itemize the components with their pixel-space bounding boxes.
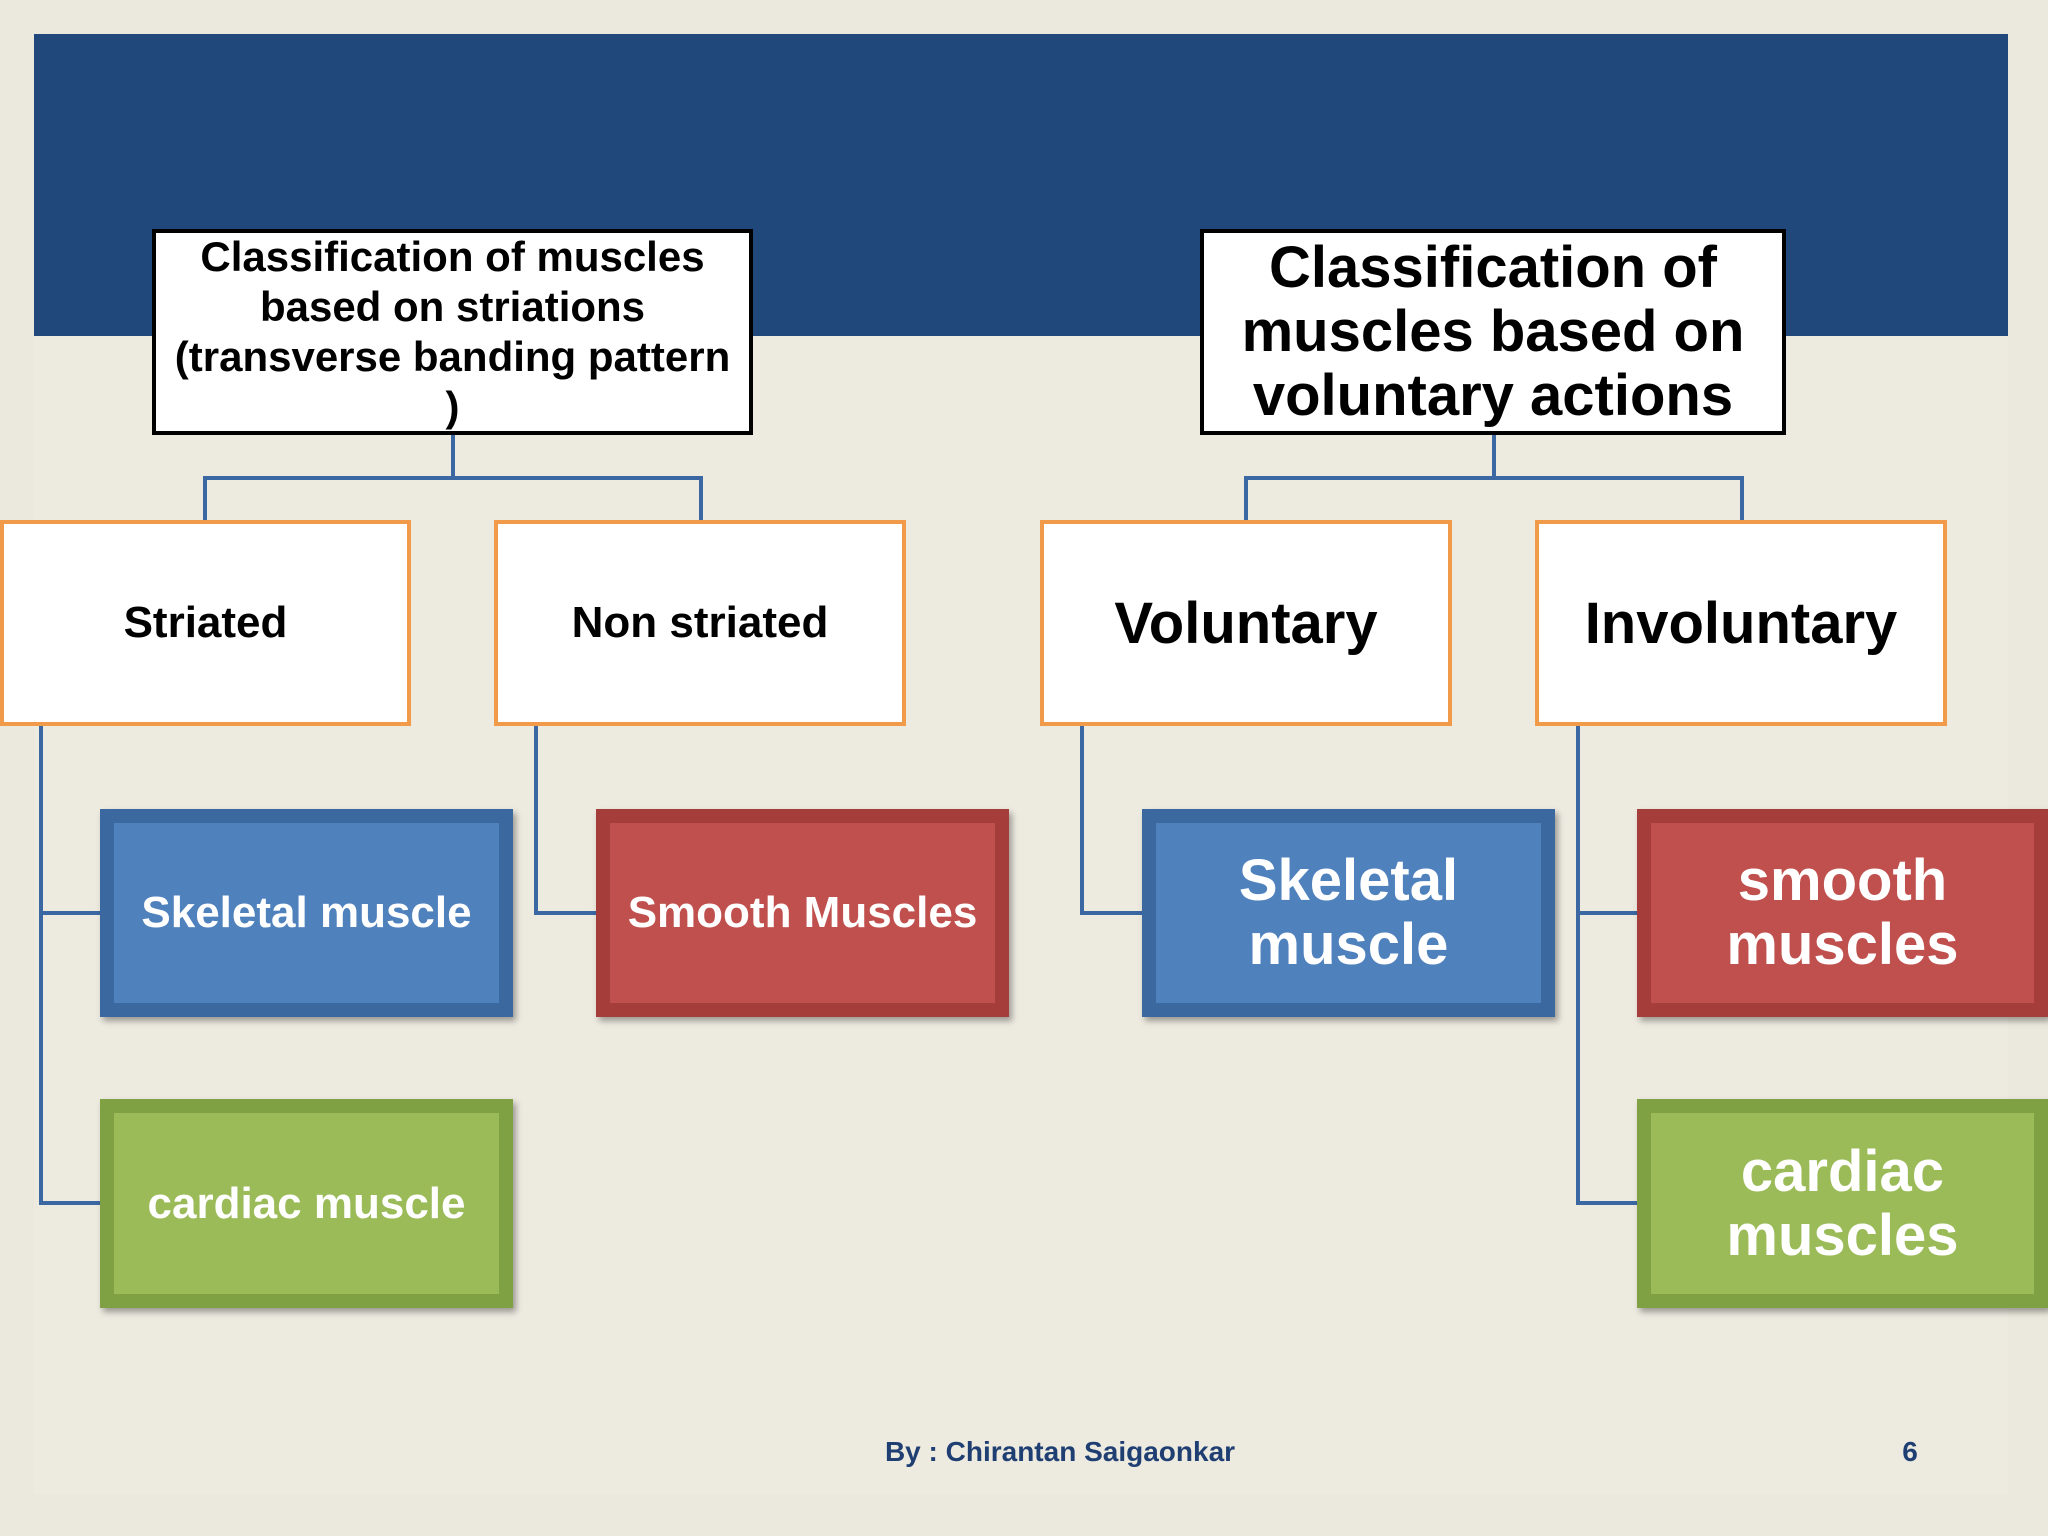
category-involuntary-box: Involuntary [1535, 520, 1947, 726]
leaf-involuntary-cardiac-box: cardiac muscles [1637, 1099, 2048, 1308]
category-voluntary-label: Voluntary [1114, 590, 1378, 656]
leaf-cardiac-muscle-box: cardiac muscle [100, 1099, 513, 1308]
category-striated-box: Striated [0, 520, 411, 726]
connector-right-root-voluntary [1244, 433, 1496, 521]
category-involuntary-label: Involuntary [1584, 590, 1898, 656]
leaf-involuntary-smooth-label: smooth muscles [1726, 848, 1959, 977]
connector-striated-skeletal [39, 724, 100, 915]
category-voluntary-box: Voluntary [1040, 520, 1452, 726]
right-root-box: Classification of muscles based on volun… [1200, 229, 1786, 435]
leaf-involuntary-cardiac-label: cardiac muscles [1726, 1138, 1959, 1268]
leaf-smooth-muscles-box: Smooth Muscles [596, 809, 1009, 1017]
leaf-skeletal-muscle-label: Skeletal muscle [141, 888, 472, 937]
connector-involuntary-smooth [1576, 724, 1637, 915]
category-striated-label: Striated [123, 598, 288, 647]
page-number: 6 [1902, 1436, 1918, 1467]
leaf-skeletal-muscle-box: Skeletal muscle [100, 809, 513, 1017]
connector-involuntary-cardiac [1576, 913, 1637, 1205]
leaf-voluntary-skeletal-label: Skeletal muscle [1238, 848, 1459, 977]
category-nonstriated-box: Non striated [494, 520, 906, 726]
connector-left-root-nonstriated [453, 476, 703, 521]
left-root-box: Classification of muscles based on stria… [152, 229, 753, 435]
leaf-smooth-muscles-label: Smooth Muscles [627, 888, 978, 937]
connector-left-root-striated [203, 433, 455, 521]
connector-striated-cardiac [39, 913, 100, 1205]
connector-voluntary-skeletal [1080, 724, 1142, 915]
connector-nonstriated-smooth [534, 724, 596, 915]
footer-author: By : Chirantan Saigaonkar [884, 1436, 1236, 1467]
left-root-label: Classification of muscles based on stria… [174, 233, 731, 430]
right-root-label: Classification of muscles based on volun… [1241, 235, 1745, 428]
category-nonstriated-label: Non striated [571, 598, 829, 647]
leaf-voluntary-skeletal-box: Skeletal muscle [1142, 809, 1555, 1017]
leaf-involuntary-smooth-box: smooth muscles [1637, 809, 2048, 1017]
leaf-cardiac-muscle-label: cardiac muscle [147, 1178, 466, 1228]
connector-right-root-involuntary [1494, 476, 1744, 521]
